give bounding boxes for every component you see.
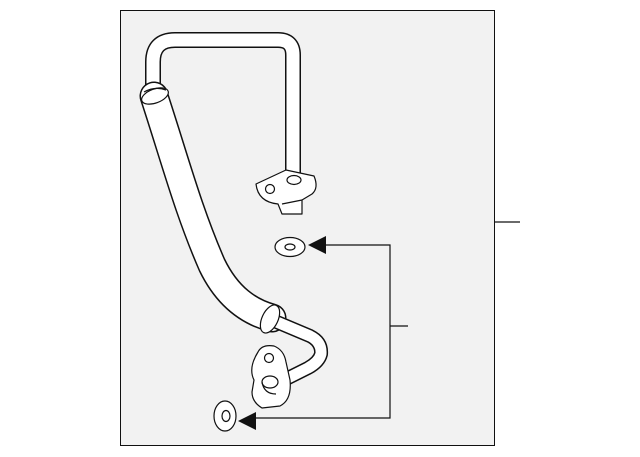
upper-o-ring [274,236,306,258]
upper-ferrule [141,87,169,105]
lower-ferrule [259,304,281,334]
main-hose-fill [141,83,285,331]
upper-fitting [255,169,317,215]
lower-o-ring [213,400,237,432]
diagram-frame [120,10,495,446]
lower-o-ring-arrow [238,412,256,430]
lower-fitting [251,345,291,409]
o-ring-bracket [256,244,408,419]
lower-tube-fill [266,314,327,386]
upper-tube-fill [146,33,300,185]
upper-o-ring-arrow [308,236,326,254]
hose-assembly [139,32,329,387]
